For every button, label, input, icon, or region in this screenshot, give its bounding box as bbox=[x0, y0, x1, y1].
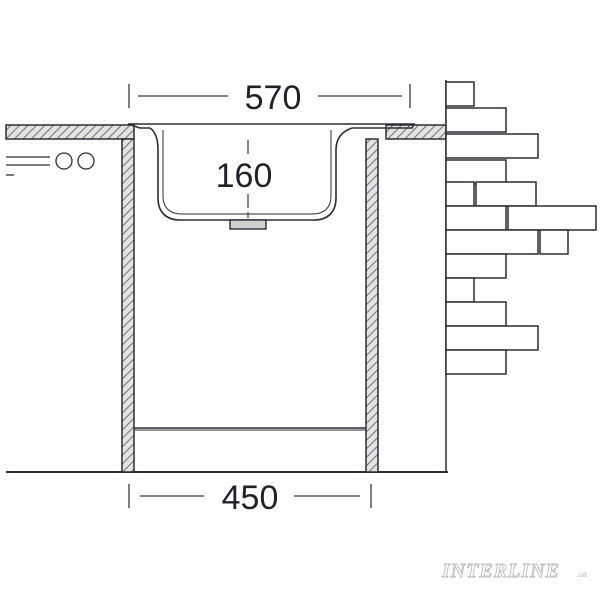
cabinet-bottom-rail bbox=[134, 427, 366, 431]
dimension-sink-width bbox=[128, 84, 411, 108]
countertop-left bbox=[5, 124, 135, 140]
svg-text:.ua: .ua bbox=[576, 570, 588, 579]
watermark-logo: INTERLINE .ua bbox=[441, 560, 588, 583]
sink-width-label: 570 bbox=[245, 79, 302, 117]
svg-text:INTERLINE: INTERLINE bbox=[441, 560, 560, 582]
dimension-cabinet-width bbox=[128, 484, 372, 508]
bowl-depth-label: 160 bbox=[216, 157, 273, 195]
countertop-right bbox=[385, 124, 447, 140]
cabinet-width-label: 450 bbox=[222, 479, 279, 517]
bowl-depth-label-bg bbox=[208, 158, 288, 192]
brick-wall bbox=[445, 80, 597, 472]
pipe-valve-icon bbox=[6, 152, 95, 176]
drain bbox=[229, 219, 267, 230]
cabinet-left-panel bbox=[121, 138, 135, 473]
cabinet-right-panel bbox=[365, 138, 379, 473]
